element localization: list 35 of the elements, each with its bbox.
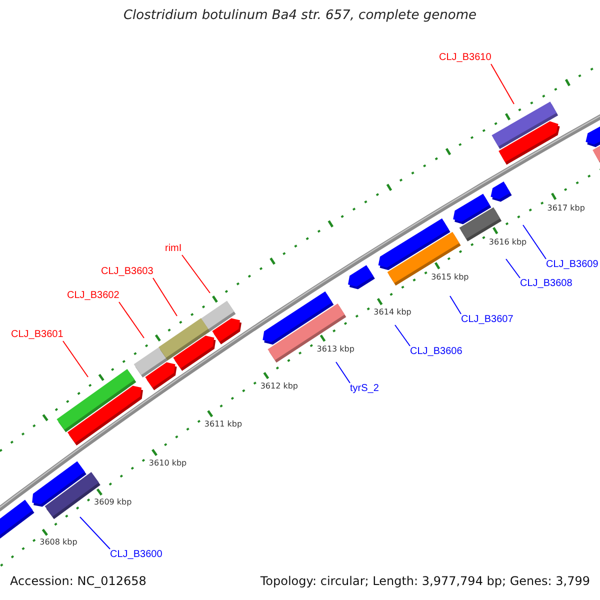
scale-label: 3617 kbp bbox=[547, 203, 585, 212]
gene-label: CLJ_B3608 bbox=[520, 278, 572, 290]
scale-label: 3609 kbp bbox=[94, 498, 132, 507]
title: Clostridium botulinum Ba4 str. 657, complete genome bbox=[122, 8, 478, 23]
scale-label: 3611 kbp bbox=[204, 420, 242, 429]
scale-label: 3614 kbp bbox=[374, 308, 412, 317]
accession-label: Accession: NC_012658 bbox=[10, 574, 146, 588]
leader-line bbox=[118, 302, 144, 338]
scale-label: 3612 kbp bbox=[260, 382, 298, 391]
leader-line bbox=[336, 362, 350, 384]
gene-label: CLJ_B3603 bbox=[101, 266, 154, 278]
gene-label: CLJ_B3607 bbox=[461, 314, 514, 326]
scale-label: 3613 kbp bbox=[316, 344, 354, 354]
scale-label: 3610 kbp bbox=[148, 458, 187, 468]
gene-label: CLJ_B3601 bbox=[11, 329, 64, 341]
leader-line bbox=[62, 340, 88, 378]
leader-line bbox=[490, 64, 514, 104]
gene-label: CLJ_B3609 bbox=[546, 259, 598, 271]
gene-label: CLJ_B3606 bbox=[410, 346, 462, 358]
scale-label: 3616 kbp bbox=[488, 237, 527, 246]
leader-line bbox=[506, 258, 520, 278]
gene-label: CLJ_B3602 bbox=[67, 290, 120, 302]
leader-line bbox=[80, 516, 110, 550]
leader-line bbox=[182, 254, 210, 294]
scale-label: 3615 kbp bbox=[431, 272, 469, 282]
scale-label: 3608 kbp bbox=[40, 538, 78, 547]
leader-line bbox=[152, 278, 178, 316]
leader-line bbox=[394, 324, 410, 346]
genome-stats-label: Topology: circular; Length: 3,977,794 bp; Genes: 3,799 bbox=[260, 574, 590, 588]
leader-line bbox=[450, 296, 462, 314]
leader-line bbox=[522, 224, 546, 260]
gene-label: tyrS_2 bbox=[350, 383, 379, 395]
gene-label: CLJ_B3600 bbox=[110, 549, 162, 561]
gene-label: CLJ_B3610 bbox=[439, 52, 492, 64]
gene-label: rimI bbox=[165, 243, 182, 255]
